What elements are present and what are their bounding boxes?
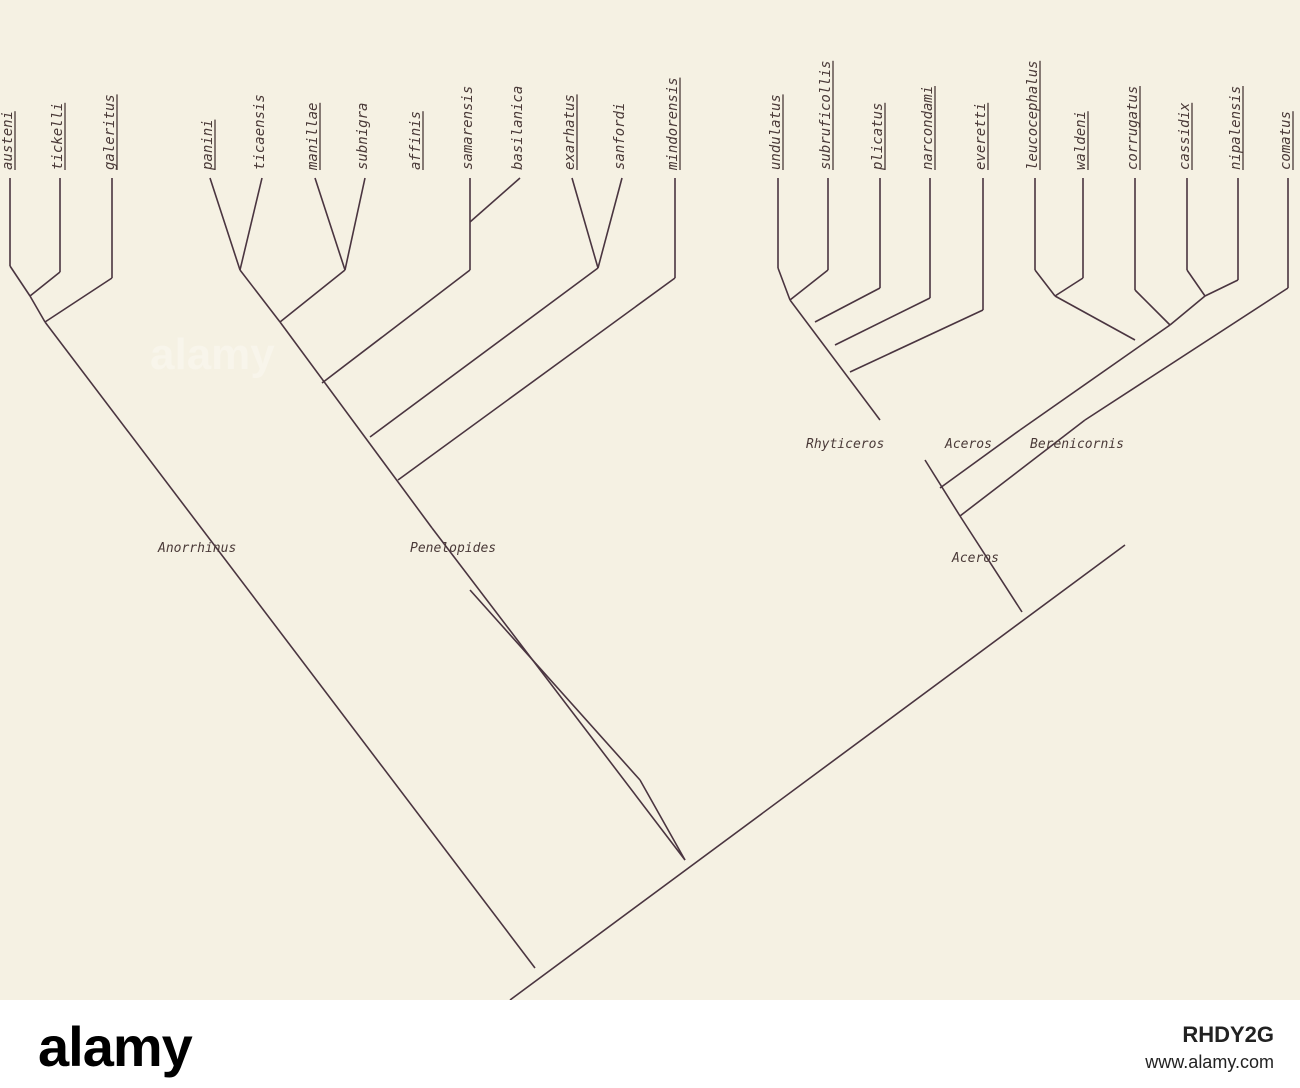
- tree-branch: [44, 277, 113, 323]
- taxon-label: basilanica: [510, 86, 526, 170]
- stock-footer: alamy RHDY2G www.alamy.com: [0, 1000, 1300, 1088]
- tree-branch: [397, 277, 676, 481]
- taxon-label: mindorensis: [665, 77, 681, 171]
- tree-branch: [1034, 269, 1056, 297]
- tree-branch: [1054, 277, 1084, 297]
- tree-branch: [344, 177, 366, 271]
- genus-label: Rhyticeros: [806, 437, 884, 452]
- taxon-label: comatus: [1278, 111, 1294, 170]
- taxon-label: manillae: [305, 103, 321, 171]
- tree-branch: [239, 269, 281, 323]
- taxon-label: samarensis: [460, 86, 476, 170]
- tree-branch: [789, 269, 829, 301]
- taxon-label: panini: [200, 119, 216, 171]
- tree-branch: [1084, 287, 1289, 421]
- tree-branch: [44, 321, 536, 969]
- tree-branch: [959, 419, 1086, 517]
- tree-branch: [321, 269, 471, 384]
- tree-branch: [1134, 289, 1171, 326]
- tree-branch: [924, 459, 961, 517]
- watermark: alamy: [150, 330, 275, 379]
- tree-figure: austeni tickelli galeritus panini ticaensis m…: [0, 0, 1300, 1000]
- tree-branch: [29, 271, 61, 297]
- tree-branch: [789, 299, 881, 421]
- tree-branches: [9, 177, 1289, 1000]
- taxon-label: plicatus: [870, 103, 886, 171]
- taxon-label: galeritus: [102, 94, 118, 170]
- tree-branch: [1186, 269, 1206, 297]
- tree-branch: [279, 321, 433, 529]
- tree-branch: [959, 515, 1023, 613]
- tree-branch: [369, 267, 599, 438]
- genus-label: Berenicornis: [1030, 437, 1124, 452]
- phylogenetic-tree: austeni tickelli galeritus panini ticaensis m…: [0, 60, 1294, 1000]
- taxon-label: tickelli: [50, 103, 66, 170]
- tree-branch: [209, 177, 241, 271]
- tree-branch: [597, 177, 623, 269]
- site-url: www.alamy.com: [1145, 1052, 1274, 1072]
- taxon-label: cassidix: [1177, 102, 1193, 170]
- tree-branch: [639, 779, 686, 861]
- taxon-label: undulatus: [768, 94, 784, 170]
- tree-branch: [239, 177, 263, 271]
- tree-branch: [469, 589, 641, 781]
- taxon-label: corrugatus: [1125, 86, 1141, 170]
- tree-branch: [279, 269, 346, 323]
- tree-branch: [571, 177, 599, 269]
- tree-branch: [777, 267, 791, 301]
- tree-branch: [1054, 295, 1136, 341]
- taxon-label: subnigra: [355, 103, 371, 170]
- tree-branch: [29, 295, 46, 323]
- taxon-label: ticaensis: [252, 94, 268, 170]
- tree-branch: [1204, 279, 1239, 297]
- genus-label: Aceros: [944, 437, 992, 452]
- tree-branch: [9, 265, 31, 297]
- tree-branch: [1169, 295, 1206, 326]
- image-code: RHDY2G: [1182, 1022, 1274, 1047]
- taxon-label: leucocephalus: [1025, 60, 1041, 170]
- tree-branch: [939, 429, 1021, 489]
- taxon-label: exarhatus: [562, 94, 578, 170]
- taxon-label: narcondami: [920, 86, 936, 170]
- image-meta: RHDY2G www.alamy.com: [1145, 1022, 1274, 1073]
- tree-branch: [1019, 324, 1171, 431]
- tree-branch: [469, 177, 521, 223]
- taxon-label: subruficollis: [818, 60, 834, 170]
- taxon-labels: austeni tickelli galeritus panini ticaensis m…: [0, 60, 1294, 171]
- tree-branch: [314, 177, 346, 271]
- alamy-logo: alamy: [38, 1015, 193, 1078]
- taxon-label: everetti: [973, 103, 989, 170]
- tree-branch: [849, 309, 984, 373]
- taxon-label: affinis: [408, 111, 424, 170]
- genus-label: Penelopides: [410, 541, 496, 556]
- genus-label: Anorrhinus: [157, 541, 236, 556]
- genus-label: Aceros: [951, 551, 999, 566]
- tree-branch: [834, 297, 931, 346]
- tree-branch: [814, 287, 881, 323]
- taxon-label: austeni: [0, 111, 16, 170]
- taxon-label: nipalensis: [1228, 86, 1244, 170]
- tree-branch: [431, 527, 686, 861]
- taxon-label: sanfordi: [612, 103, 628, 170]
- taxon-label: waldeni: [1073, 111, 1089, 170]
- tree-branch: [509, 544, 1126, 1000]
